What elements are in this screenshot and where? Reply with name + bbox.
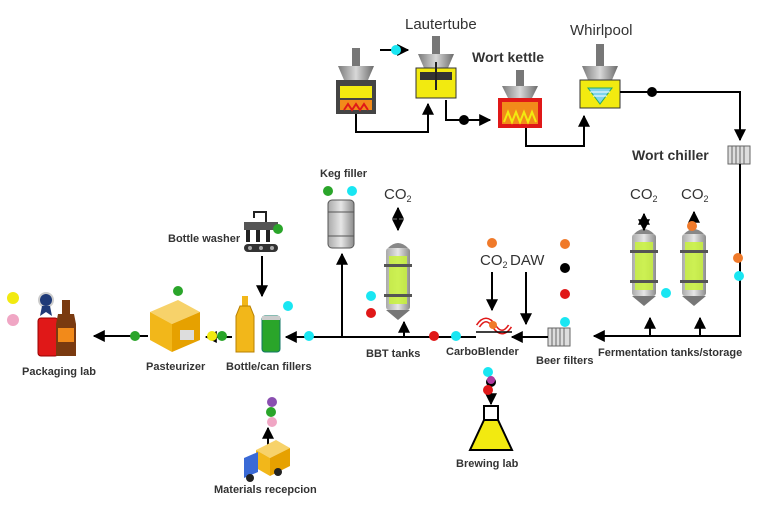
bottle-washer-icon [244, 211, 278, 252]
bbt-tanks-label: BBT tanks [366, 348, 421, 360]
lautertube-label: Lautertube [405, 16, 477, 33]
brewing-lab-label: Brewing lab [456, 458, 519, 470]
pasteurizer-icon [150, 300, 200, 352]
beer-filter-icon [547, 327, 571, 347]
bottle-icon [235, 296, 255, 353]
co2-label-fermentation-1: CO2 [630, 186, 658, 204]
wort-kettle-label: Wort kettle [472, 49, 545, 65]
bottle-washer-label: Bottle washer [168, 233, 241, 245]
materials-reception-label: Materials recepcion [214, 484, 317, 496]
fermentation-label: Fermentation tanks/storage [598, 347, 743, 359]
bottle-can-fillers-label: Bottle/can fillers [226, 361, 312, 373]
keg-filler-label: Keg filler [320, 168, 368, 180]
carboblender-label: CarboBlender [446, 346, 519, 358]
cyan-dots [283, 45, 744, 377]
packaging-lab-label: Packaging lab [22, 366, 96, 378]
beer-filters-label: Beer filters [536, 355, 594, 367]
pink-dots [7, 314, 277, 427]
keg-icon [327, 199, 355, 249]
yellow-dots [7, 292, 217, 341]
co2-label-bbt: CO2 [384, 186, 412, 204]
pasteurizer-label: Pasteurizer [146, 361, 206, 373]
purple-dots [267, 376, 495, 407]
lautertube-icon [415, 36, 457, 99]
fermentation-tank-icon [680, 229, 708, 306]
award-icon [38, 292, 54, 316]
whirlpool-icon [579, 44, 621, 109]
wort-kettle-icon [498, 70, 542, 128]
whirlpool-label: Whirlpool [570, 22, 633, 39]
bbt-tank-icon [384, 243, 412, 320]
green-dots [130, 186, 333, 417]
packaging-icon [37, 300, 76, 357]
daw-label: DAW [510, 252, 545, 269]
can-icon [261, 315, 281, 353]
flask-icon [468, 405, 514, 451]
truck-icon [244, 440, 290, 482]
red-dots [366, 289, 570, 395]
co2-label-fermentation-2: CO2 [681, 186, 709, 204]
wort-chiller-icon [727, 145, 751, 165]
co2-label-carboblender: CO2 [480, 252, 508, 270]
fermentation-tank-icon [630, 229, 658, 306]
orange-dots [487, 221, 743, 329]
wort-chiller-label: Wort chiller [632, 147, 709, 163]
mash-tun-icon [336, 48, 376, 114]
